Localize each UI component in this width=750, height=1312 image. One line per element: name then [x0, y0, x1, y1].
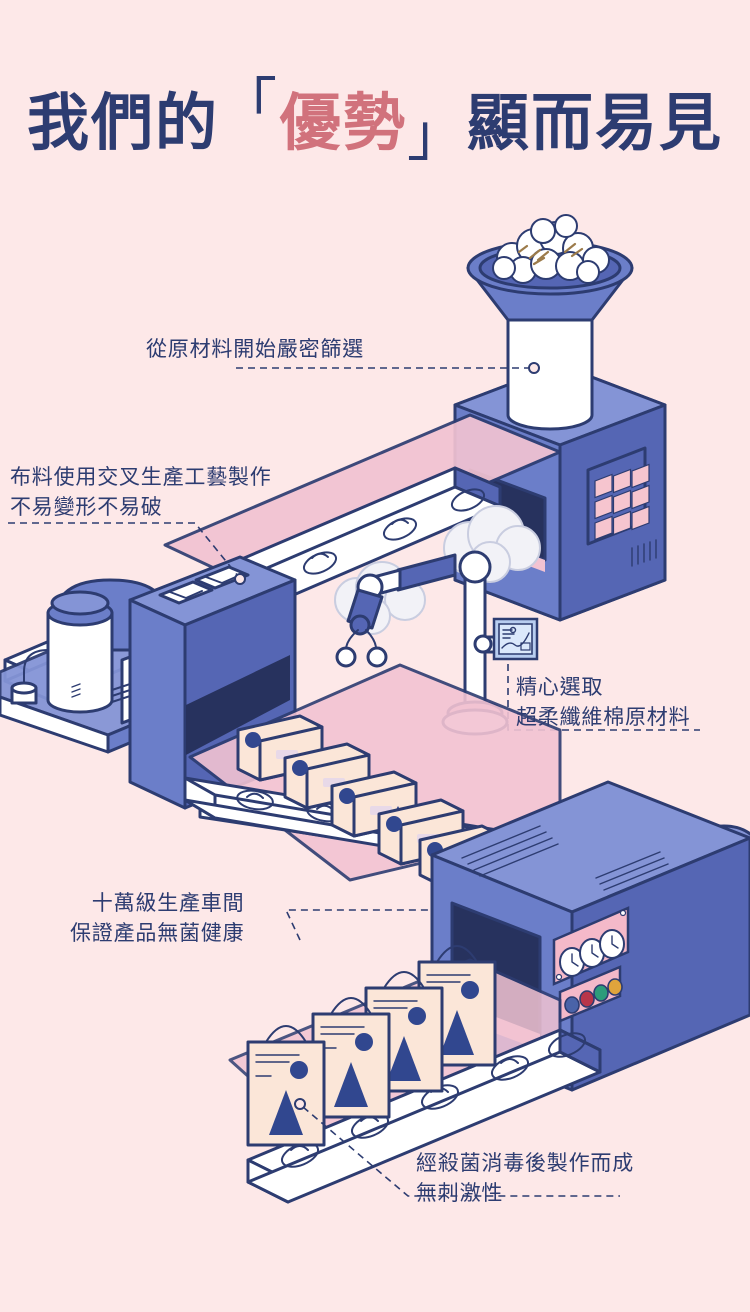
callout-raw-material: 從原材料開始嚴密篩選	[146, 334, 364, 364]
title-prefix: 我們的	[26, 86, 219, 159]
callout-line: 超柔纖維棉原材料	[516, 705, 691, 730]
cotton-bolls	[492, 214, 610, 284]
callout-line: 保證產品無菌健康	[70, 921, 245, 946]
indicator-light	[579, 990, 595, 1008]
callout-line: 無刺激性	[416, 1181, 504, 1206]
callout-line: 不易變形不易破	[10, 495, 163, 520]
callout-line: 從原材料開始嚴密篩選	[146, 337, 364, 361]
callout-fabric-process: 布料使用交叉生產工藝製作 不易變形不易破	[10, 462, 272, 523]
cabinet-vents	[158, 565, 250, 605]
monitor-display	[492, 617, 539, 661]
shopping-bag	[311, 997, 391, 1119]
output-conveyor	[228, 945, 620, 1204]
button-grid-panel	[586, 446, 650, 546]
shopping-bag	[246, 1025, 326, 1147]
page-title: 我們的「優勢」顯而易見	[0, 76, 750, 164]
title-highlight: 優勢	[278, 86, 407, 159]
callout-fiber-selection: 精心選取 超柔纖維棉原材料	[516, 672, 690, 733]
callout-sterilized: 經殺菌消毒後製作而成 無刺激性	[416, 1148, 634, 1209]
mixing-machine	[0, 522, 297, 810]
indicator-light	[593, 984, 609, 1002]
connector-fabric	[8, 522, 246, 585]
storage-tank	[46, 590, 114, 714]
tank-pipe	[10, 649, 49, 705]
connector-sterilized	[294, 1098, 620, 1197]
indicator-light	[564, 996, 580, 1014]
vent-lines	[631, 539, 657, 567]
callout-line: 經殺菌消毒後製作而成	[416, 1151, 634, 1175]
callout-line: 布料使用交叉生產工藝製作	[10, 465, 272, 489]
indicator-light	[607, 978, 623, 996]
title-bracket-close: 」	[407, 101, 468, 169]
title-bracket-open: 「	[218, 71, 279, 139]
robotic-arm	[335, 553, 457, 668]
shopping-bags	[246, 945, 497, 1147]
connector-cleanroom	[284, 909, 430, 941]
title-suffix: 顯而易見	[467, 86, 724, 159]
gauge	[599, 929, 625, 959]
connector-raw-material	[236, 362, 540, 374]
callout-clean-room: 十萬級生產車間 保證產品無菌健康	[70, 888, 244, 949]
callout-line: 精心選取	[516, 675, 604, 699]
callout-line: 十萬級生產車間	[91, 891, 245, 915]
gauge-panel	[552, 906, 630, 986]
